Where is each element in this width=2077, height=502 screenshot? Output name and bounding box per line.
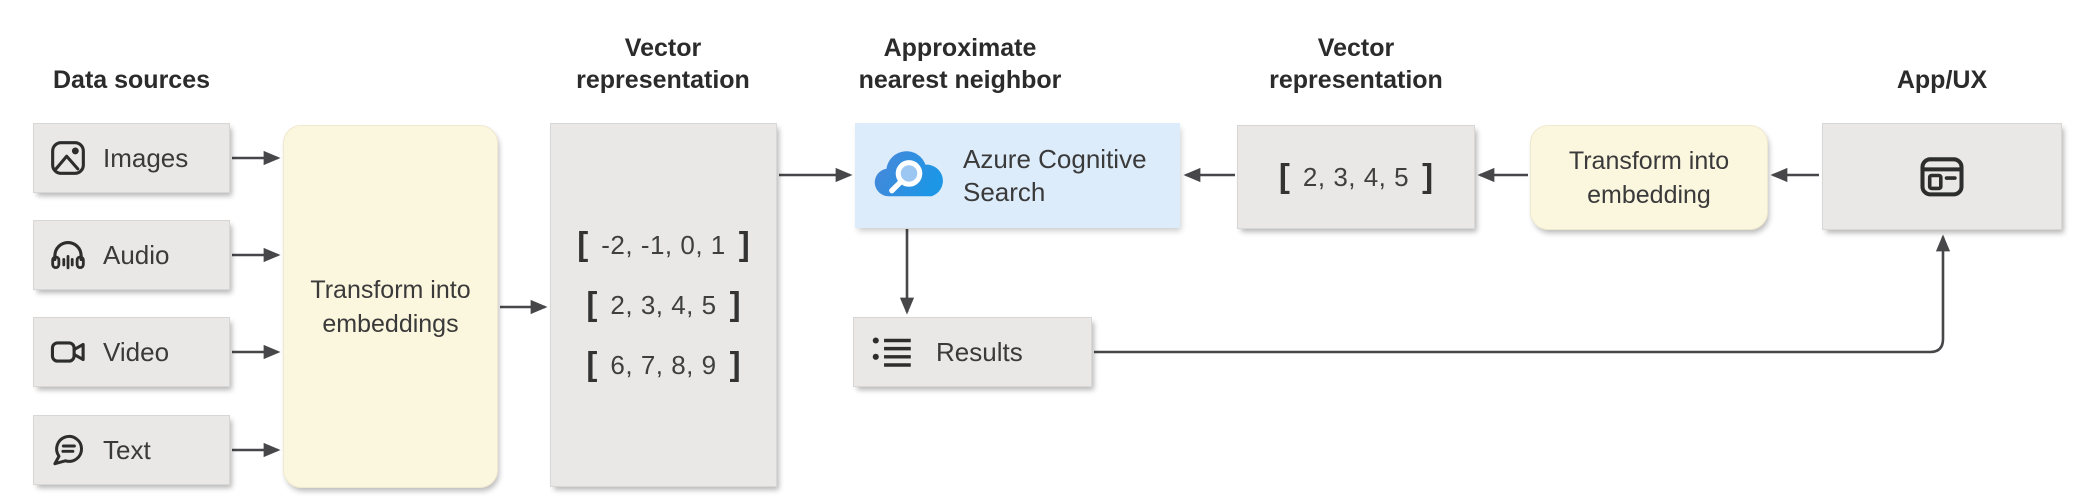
transform-into-embedding-label: Transform into embedding [1568, 146, 1730, 209]
arrow-results-to-appux [1094, 234, 1951, 354]
results-box: Results [853, 317, 1092, 387]
vector-representation-box: [ -2, -1, 0, 1 ] [ 2, 3, 4, 5 ] [ 6, 7, … [550, 123, 777, 487]
query-vector-representation-box: [ 2, 3, 4, 5 ] [1237, 125, 1475, 229]
vector-values: -2, -1, 0, 1 [601, 229, 726, 260]
audio-label: Audio [103, 239, 170, 270]
vector-row: [ -2, -1, 0, 1 ] [577, 224, 750, 262]
video-label: Video [103, 336, 170, 367]
vector-row: [ 2, 3, 4, 5 ] [1278, 156, 1434, 194]
approximate-nearest-neighbor-heading: Approximate nearest neighbor [858, 34, 1062, 94]
bulleted-list-icon [872, 337, 911, 367]
open-bracket: [ [1278, 156, 1290, 194]
vector-representation-right-heading: Vector representation [1269, 34, 1443, 94]
transform-into-embedding-box: Transform into embedding [1530, 125, 1768, 230]
transform-into-embeddings-label: Transform into embeddings [310, 275, 471, 338]
browser-window-icon [1920, 156, 1964, 196]
audio-icon [51, 240, 85, 270]
text-chat-icon [53, 435, 84, 466]
text-source-box: Text [33, 415, 230, 485]
vector-values: 6, 7, 8, 9 [610, 349, 717, 380]
azure-cognitive-search-cloud-icon [874, 150, 943, 196]
text-label: Text [103, 434, 151, 465]
close-bracket: ] [738, 224, 750, 262]
vector-values: 2, 3, 4, 5 [1302, 161, 1410, 192]
app-ux-box [1822, 123, 2062, 230]
vector-representation-left-heading: Vector representation [576, 34, 750, 94]
images-source-box: Images [33, 123, 230, 193]
open-bracket: [ [586, 344, 598, 382]
open-bracket: [ [586, 284, 598, 322]
close-bracket: ] [729, 284, 741, 322]
video-icon [50, 341, 85, 363]
app-ux-heading: App/UX [1896, 66, 1988, 94]
vector-values: 2, 3, 4, 5 [610, 289, 717, 320]
results-label: Results [936, 336, 1023, 367]
azure-cognitive-search-label: Azure Cognitive Search [963, 143, 1147, 207]
video-source-box: Video [33, 317, 230, 387]
images-icon [51, 141, 85, 175]
close-bracket: ] [1422, 156, 1434, 194]
close-bracket: ] [729, 344, 741, 382]
vector-row: [ 6, 7, 8, 9 ] [586, 344, 741, 382]
transform-into-embeddings-box: Transform into embeddings [283, 125, 498, 488]
open-bracket: [ [577, 224, 589, 262]
azure-cognitive-search-box: Azure Cognitive Search [855, 123, 1180, 228]
vector-row: [ 2, 3, 4, 5 ] [586, 284, 741, 322]
images-label: Images [103, 142, 189, 173]
data-sources-heading: Data sources [52, 66, 211, 94]
audio-source-box: Audio [33, 220, 230, 290]
